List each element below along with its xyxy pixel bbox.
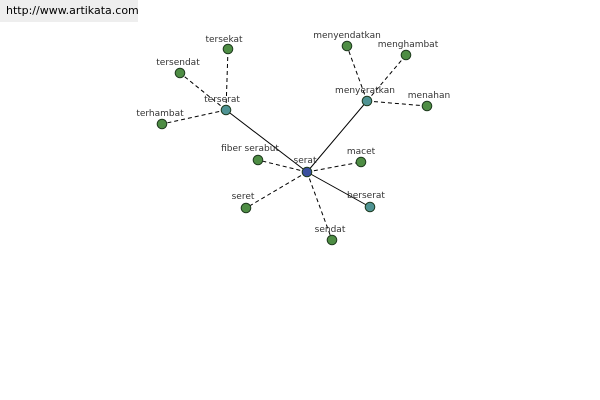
edge-serat-fiber-serabut [257,159,308,173]
node-fiber-serabut[interactable] [252,154,264,166]
edge-serat-terserat [225,109,308,173]
node-label-seret: seret [232,192,255,202]
edge-menyeratkan-menahan [366,100,428,107]
edge-terserat-tersendat [179,72,227,111]
site-url-banner[interactable]: http://www.artikata.com [0,0,139,22]
edge-serat-seret [245,171,308,209]
node-menghambat[interactable] [400,49,412,61]
node-terhambat[interactable] [156,118,168,130]
edge-menyeratkan-menyendatkan [346,45,368,102]
edge-menyeratkan-menghambat [366,54,407,102]
node-label-menyeratkan: menyeratkan [335,86,395,96]
node-terserat[interactable] [220,104,232,116]
edge-serat-macet [306,161,362,173]
node-label-terhambat: terhambat [136,109,184,119]
edge-serat-menyeratkan [306,100,368,173]
edge-terserat-terhambat [161,109,227,125]
node-label-terserat: terserat [204,95,240,105]
node-macet[interactable] [355,156,367,168]
node-label-tersendat: tersendat [156,58,200,68]
edge-terserat-tersekat [225,48,229,111]
node-label-menyendatkan: menyendatkan [313,31,381,41]
node-menyeratkan[interactable] [361,95,373,107]
nodes-layer [156,40,433,246]
node-label-berserat: berserat [347,191,385,201]
node-berserat[interactable] [364,201,376,213]
node-label-fiber-serabut: fiber serabut [221,144,279,154]
node-tersendat[interactable] [174,67,186,79]
node-serat[interactable] [301,166,313,178]
node-sendat[interactable] [326,234,338,246]
edge-serat-sendat [306,171,333,241]
edge-serat-berserat [306,171,371,208]
node-seret[interactable] [240,202,252,214]
edges-layer [161,45,428,241]
labels-layer: serat terserat menyeratkan berserat tersekat… [136,31,450,235]
node-label-macet: macet [347,147,376,157]
node-menahan[interactable] [421,100,433,112]
node-label-menghambat: menghambat [378,40,439,50]
node-tersekat[interactable] [222,43,234,55]
node-label-menahan: menahan [408,91,450,101]
node-menyendatkan[interactable] [341,40,353,52]
node-label-serat: serat [294,156,317,166]
node-label-sendat: sendat [315,225,346,235]
node-label-tersekat: tersekat [205,35,243,45]
